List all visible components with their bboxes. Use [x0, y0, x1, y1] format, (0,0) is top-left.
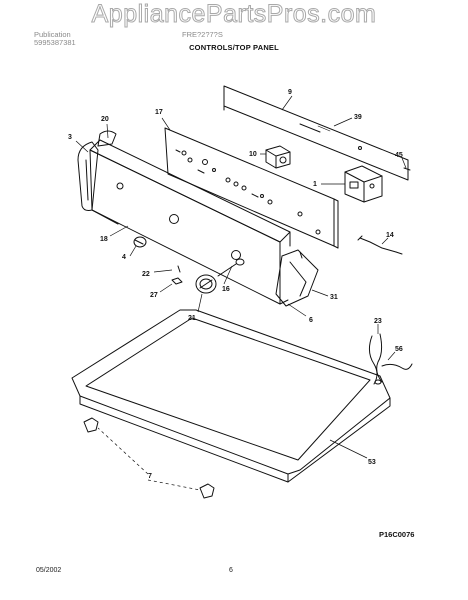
callout-7: 7 [148, 473, 152, 480]
callout-10: 10 [249, 151, 257, 158]
callout-6: 6 [309, 317, 313, 324]
callout-20: 20 [101, 116, 109, 123]
footer-date: 05/2002 [36, 567, 62, 574]
callout-39: 39 [354, 114, 362, 121]
top-panel [71, 309, 391, 483]
timer-knob [195, 274, 217, 294]
callout-53: 53 [368, 459, 376, 466]
illustration-code: P16C0076 [379, 530, 415, 539]
publication-label: Publication [34, 30, 71, 39]
knob-shaft [217, 258, 245, 277]
callout-22: 22 [142, 271, 150, 278]
callout-56: 56 [395, 346, 403, 353]
switch-block [344, 165, 383, 203]
hinge-left [83, 417, 99, 433]
left-end-cap [77, 130, 117, 211]
callout-16: 16 [222, 286, 230, 293]
footer-page-number: 6 [229, 567, 233, 574]
callout-21: 21 [188, 315, 196, 322]
wire-harness [357, 235, 403, 255]
right-end-cap [275, 249, 319, 307]
callout-labels: 9 17 39 20 10 3 45 1 18 14 4 22 16 27 31… [68, 89, 403, 480]
callout-14: 14 [386, 232, 394, 239]
timer-module [265, 145, 291, 169]
control-mounting-bracket [164, 127, 339, 249]
hinge-right [199, 483, 215, 499]
watermark-logo: AppliancePartsPros.com [91, 0, 377, 29]
rear-console-panel [223, 85, 409, 181]
screw-22 [177, 265, 181, 273]
publication-number: 5995387381 [34, 38, 76, 47]
callout-18: 18 [100, 236, 108, 243]
section-title: CONTROLS/TOP PANEL [189, 43, 279, 52]
clip-27 [171, 277, 183, 285]
leader-lines [75, 95, 407, 491]
knob-small [133, 236, 147, 248]
model-number: FRE?2?7?S [182, 30, 223, 39]
callout-17: 17 [155, 109, 163, 116]
callout-4: 4 [122, 254, 126, 261]
callout-1: 1 [313, 181, 317, 188]
callout-23: 23 [374, 318, 382, 325]
wire-lead [368, 333, 413, 385]
screw-45 [403, 167, 411, 171]
callout-31: 31 [330, 294, 338, 301]
control-console [89, 139, 291, 305]
callout-27: 27 [150, 292, 158, 299]
callout-9: 9 [288, 89, 292, 96]
callout-45: 45 [395, 152, 403, 159]
callout-3: 3 [68, 134, 72, 141]
